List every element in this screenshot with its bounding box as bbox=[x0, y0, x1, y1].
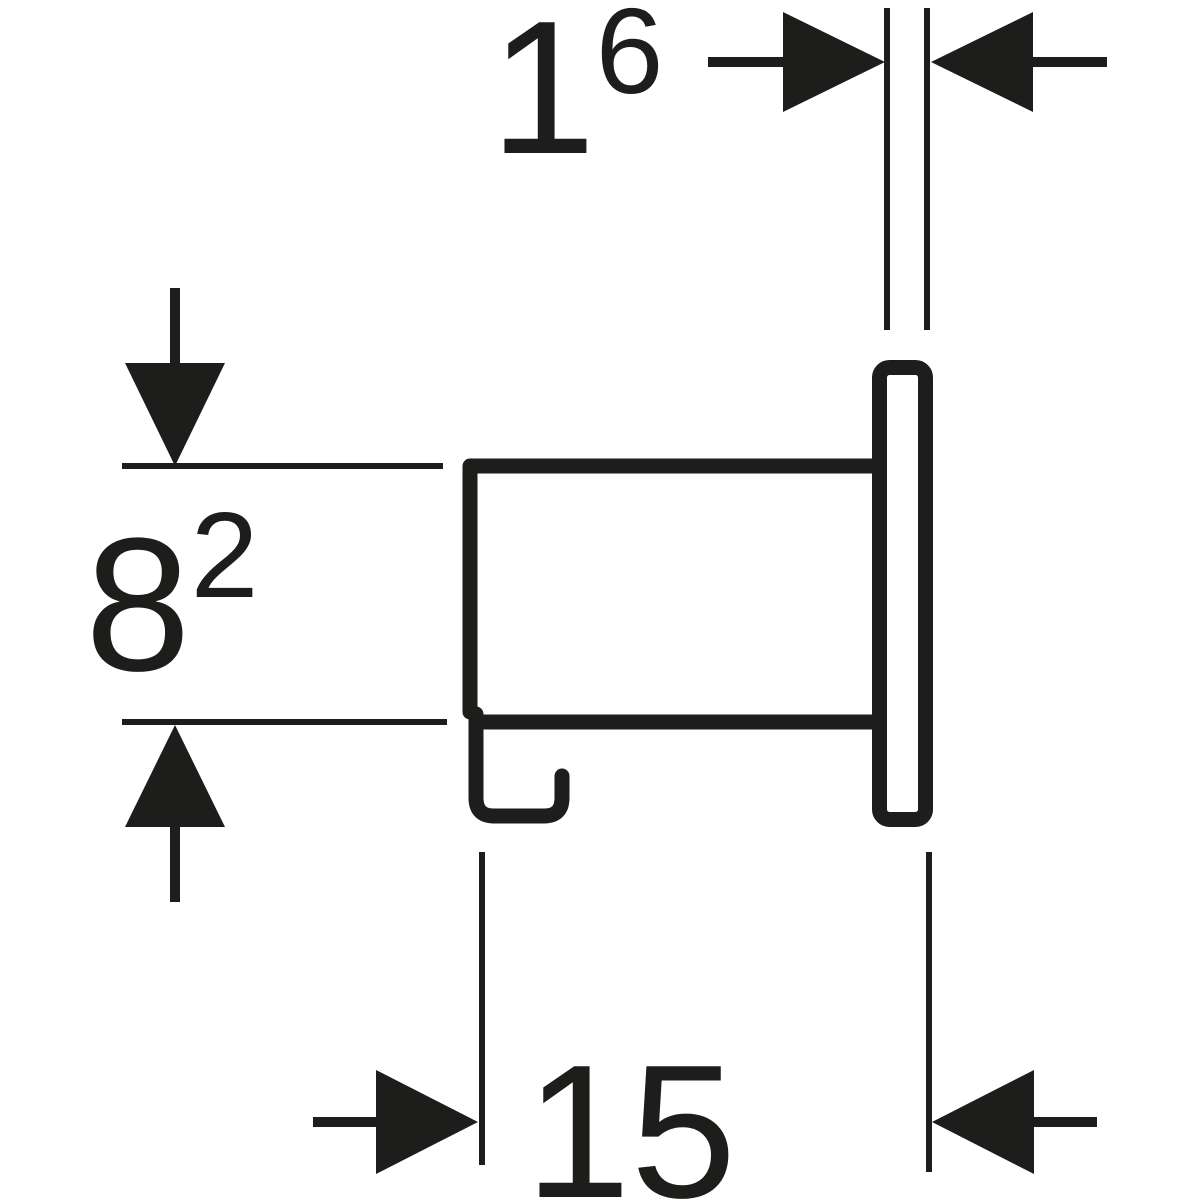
profile-body bbox=[462, 360, 933, 827]
dimension-left: 82 bbox=[85, 288, 447, 902]
dimension-bottom-value: 15 bbox=[525, 1026, 736, 1200]
dimension-top-value: 1 bbox=[490, 0, 596, 194]
arrowhead-left-icon bbox=[932, 1070, 1034, 1174]
dimension-left-value: 8 bbox=[85, 499, 191, 711]
dimension-label-bottom: 15 bbox=[525, 1026, 736, 1200]
arrowhead-left-icon bbox=[931, 12, 1033, 112]
dimension-top-superscript: 6 bbox=[596, 0, 664, 119]
dimension-top: 16 bbox=[490, 0, 1107, 330]
dimension-label-top: 16 bbox=[490, 0, 664, 194]
arrowhead-right-icon bbox=[376, 1070, 478, 1174]
profile-hook-outline bbox=[468, 706, 570, 824]
arrowhead-right-icon bbox=[783, 12, 885, 112]
wall-plate-outline bbox=[872, 360, 933, 827]
dimension-bottom: 15 bbox=[313, 852, 1097, 1200]
dimension-left-superscript: 2 bbox=[191, 487, 259, 623]
dimension-label-left: 82 bbox=[85, 487, 259, 711]
arrowhead-down-icon bbox=[125, 363, 225, 466]
profile-top-left-outline bbox=[462, 458, 884, 720]
arrowhead-up-icon bbox=[125, 725, 225, 827]
